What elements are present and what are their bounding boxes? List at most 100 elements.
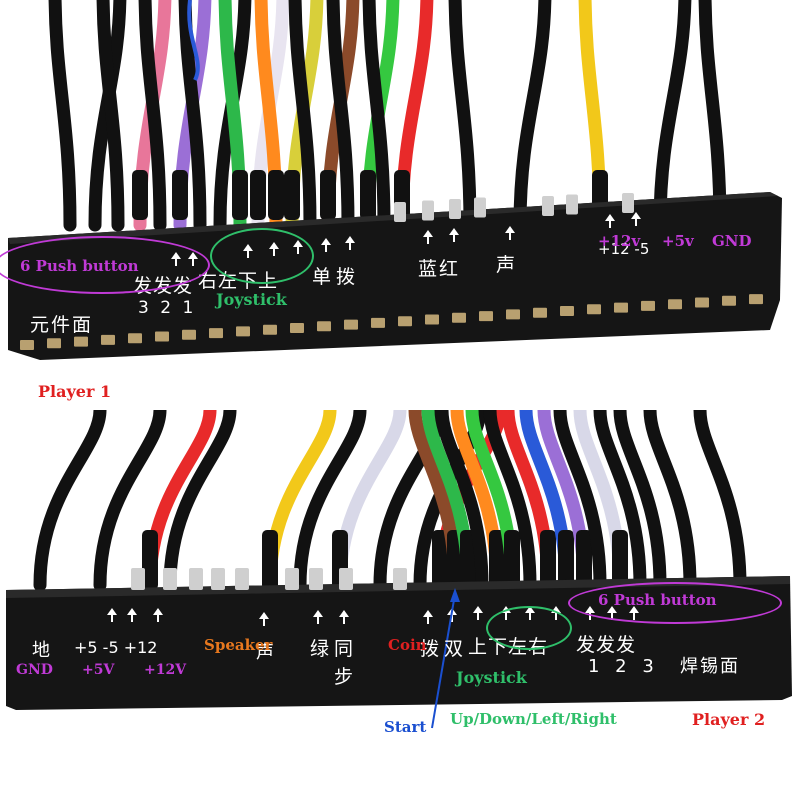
player1-heatshrink <box>360 170 376 220</box>
player1-spade <box>542 196 554 216</box>
player2-spade <box>393 568 407 590</box>
player2-wire <box>613 410 667 592</box>
player1-caption: Player 1 <box>38 382 112 401</box>
print-solder-side: 焊锡面 <box>680 656 740 677</box>
player2-wire <box>33 410 107 592</box>
player1-pin <box>209 328 223 339</box>
print-buttons-num: 3 2 1 <box>138 298 197 318</box>
player1-arrow-head <box>505 226 515 233</box>
joystick-ring <box>486 606 572 650</box>
player1-wire <box>48 0 77 232</box>
player1-arrow-head <box>321 238 331 245</box>
player2-wire-bundle <box>33 410 747 592</box>
player2-arrow-head <box>339 610 349 617</box>
player2-spade <box>163 568 177 590</box>
player1-pin <box>74 336 88 347</box>
player1-spade <box>394 202 406 222</box>
player1-pin <box>20 340 34 350</box>
player1-wire-bundle <box>48 0 727 232</box>
player1-heatshrink <box>250 170 266 220</box>
player2-heatshrink <box>558 530 574 590</box>
player1-edge-pins <box>20 294 763 350</box>
print-buttons-num: 1 2 3 <box>588 656 659 677</box>
print-ground: 地 <box>32 640 50 661</box>
player1-pin <box>290 323 304 333</box>
player2-heatshrink <box>142 530 158 590</box>
player1-heatshrink <box>284 170 300 220</box>
player1-pin <box>533 307 547 318</box>
player1-pin <box>263 324 277 335</box>
print-single: 单 <box>312 266 332 288</box>
player1-wire <box>362 0 391 232</box>
print-sync2: 步 <box>334 666 354 688</box>
player1-wire <box>288 0 317 232</box>
start-pointer-head <box>450 588 460 602</box>
power-12v-label: +12v <box>598 232 641 250</box>
player2-wire <box>643 410 697 592</box>
player1-pin <box>128 333 142 344</box>
player1-pin <box>749 294 763 305</box>
player1-pin <box>398 316 412 327</box>
player1-pin <box>101 334 115 345</box>
player2-wire <box>163 410 237 592</box>
push-button-label: 6 Push button <box>20 257 139 275</box>
v12-label: +12V <box>144 662 187 678</box>
player2-spade <box>339 568 353 590</box>
joystick-label: Joystick <box>216 290 287 309</box>
player1-heatshrink <box>132 170 148 220</box>
player2-spade <box>211 568 225 590</box>
player1-photo: 发发发 3 2 1 右左下上 单 拨 蓝红 声 +12 -5 元件面 6 Pus… <box>0 0 782 401</box>
player2-wire <box>93 410 167 592</box>
player2-wire <box>593 410 647 592</box>
player2-wire <box>483 410 537 592</box>
player2-wire <box>553 410 607 592</box>
player2-heatshrink <box>262 530 278 590</box>
player2-arrow-head <box>153 608 163 615</box>
print-sync: 同 <box>334 638 354 660</box>
start-pointer <box>431 593 456 729</box>
print-component-side: 元件面 <box>30 314 94 336</box>
player2-heatshrink <box>540 530 556 590</box>
player1-thin-blue-wire <box>187 0 200 81</box>
player2-arrow-head <box>107 608 117 615</box>
player2-spade-terminals <box>131 568 407 590</box>
power-gnd-label: GND <box>712 232 752 250</box>
player1-pin <box>641 300 655 311</box>
player1-wire <box>326 0 355 232</box>
player2-wire <box>293 410 367 592</box>
player1-arrow-head <box>631 212 641 219</box>
player1-arrow-head <box>345 236 355 243</box>
player1-pin <box>668 299 682 310</box>
push-button-ring <box>568 582 782 624</box>
print-coin: 拨 <box>336 266 356 288</box>
player1-heatshrink <box>268 170 284 220</box>
push-button-ring <box>0 236 210 294</box>
player2-wire <box>693 410 747 592</box>
player2-arrow-head <box>473 606 483 613</box>
player1-pin <box>560 306 574 316</box>
player2-arrow-head <box>313 610 323 617</box>
print-sound: 声 <box>496 254 516 276</box>
player2-heatshrink <box>576 530 592 590</box>
speaker-label: Speaker <box>204 636 273 654</box>
player1-pin <box>722 295 736 306</box>
player1-arrow-head <box>605 214 615 221</box>
v5-label: +5V <box>82 662 115 678</box>
print-buttons-cn: 发发发 <box>576 634 637 656</box>
player1-spade <box>622 193 634 213</box>
start-label: Start <box>384 718 427 736</box>
player1-wire <box>96 0 125 232</box>
joystick-label: Joystick <box>456 668 527 687</box>
player1-pin <box>479 311 493 322</box>
player1-spade <box>422 200 434 221</box>
player1-heatshrink <box>172 170 188 220</box>
player2-wire <box>435 410 489 592</box>
player2-heatshrink <box>432 530 448 590</box>
player1-wire <box>698 0 727 232</box>
player2-heatshrink <box>612 530 628 590</box>
player2-heatshrink <box>460 530 476 590</box>
print-sound: 声 <box>256 642 274 663</box>
power-5v-label: +5v <box>662 232 694 250</box>
player1-pin <box>425 314 439 325</box>
player1-pin <box>155 331 169 342</box>
